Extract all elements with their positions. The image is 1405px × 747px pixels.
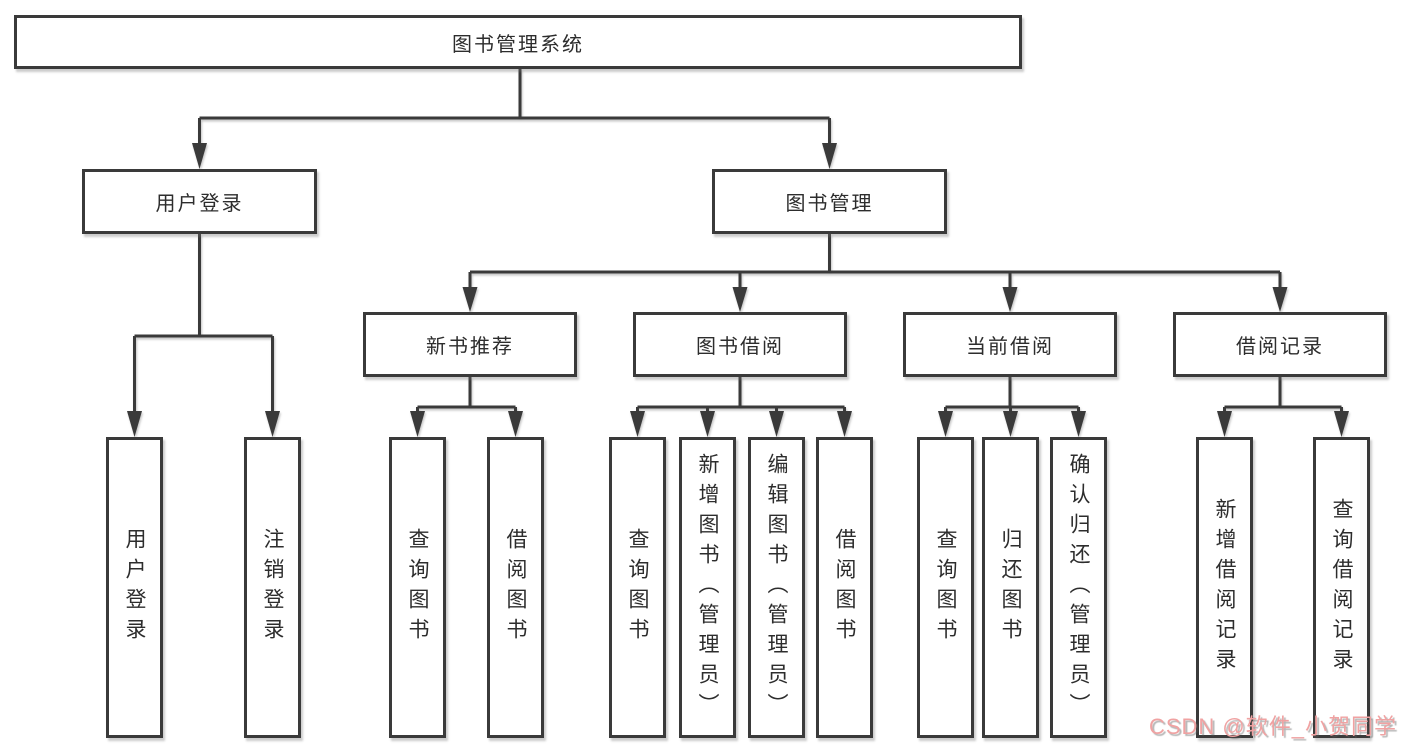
arrowhead-leaf-cb-query xyxy=(938,411,953,437)
node-borrowing-records-label: 借阅记录 xyxy=(1236,336,1324,358)
csdn-watermark: CSDN @软件_小贺同学 xyxy=(1148,714,1397,739)
leaf-edit-book-admin-label: 编辑图书（管理员） xyxy=(765,452,788,723)
node-book-borrowing-label: 图书借阅 xyxy=(696,336,784,358)
arrowhead-current xyxy=(1002,287,1018,312)
leaf-query-books-borrowing-label: 查询图书 xyxy=(626,527,649,648)
node-root-label: 图书管理系统 xyxy=(452,33,584,56)
leaf-query-books-current: 查询图书 xyxy=(917,437,974,738)
leaf-return-books: 归还图书 xyxy=(982,437,1039,738)
node-current-borrowing-label: 当前借阅 xyxy=(966,336,1054,358)
node-book-management-branch-label: 图书管理 xyxy=(785,193,874,215)
arrowhead-leaf-bb-borrow xyxy=(837,411,852,437)
arrowhead-leaf-bb-add xyxy=(700,411,715,437)
arrowhead-newbook xyxy=(462,287,478,312)
arrowhead-leaf-cb-confirm xyxy=(1071,411,1086,437)
leaf-query-books-borrowing: 查询图书 xyxy=(609,437,666,738)
leaf-add-borrow-record: 新增借阅记录 xyxy=(1196,437,1253,738)
leaf-edit-book-admin: 编辑图书（管理员） xyxy=(748,437,805,738)
node-book-borrowing: 图书借阅 xyxy=(633,312,847,377)
leaf-borrow-books-borrowing: 借阅图书 xyxy=(816,437,873,738)
arrowhead-leaf-nb-query xyxy=(410,411,425,437)
node-borrowing-records: 借阅记录 xyxy=(1173,312,1387,377)
arrowhead-leaf-bb-edit xyxy=(769,411,784,437)
leaf-query-borrow-record-label: 查询借阅记录 xyxy=(1330,497,1353,678)
leaf-return-books-label: 归还图书 xyxy=(999,527,1022,648)
node-root-system: 图书管理系统 xyxy=(14,15,1022,69)
leaf-add-book-admin: 新增图书（管理员） xyxy=(679,437,736,738)
leaf-borrow-books-recommend: 借阅图书 xyxy=(487,437,544,738)
leaf-query-books-current-label: 查询图书 xyxy=(934,527,957,648)
leaf-confirm-return-admin-label: 确认归还（管理员） xyxy=(1067,452,1090,723)
node-new-book-recommend: 新书推荐 xyxy=(363,312,577,377)
node-book-management-branch: 图书管理 xyxy=(712,169,947,234)
leaf-logout-label: 注销登录 xyxy=(261,527,284,648)
leaf-add-book-admin-label: 新增图书（管理员） xyxy=(696,452,719,723)
arrowhead-userlogin xyxy=(192,143,207,169)
leaf-query-books-recommend-label: 查询图书 xyxy=(406,527,429,648)
arrowhead-leaf-logout xyxy=(265,411,280,437)
arrowhead-leaf-br-query xyxy=(1334,411,1349,437)
leaf-query-borrow-record: 查询借阅记录 xyxy=(1313,437,1370,738)
arrowhead-records xyxy=(1272,287,1288,312)
leaf-user-login-label: 用户登录 xyxy=(123,527,146,648)
arrowhead-leaf-bb-query xyxy=(630,411,645,437)
leaf-confirm-return-admin: 确认归还（管理员） xyxy=(1050,437,1107,738)
node-new-book-recommend-label: 新书推荐 xyxy=(426,336,514,358)
leaf-borrow-books-borrowing-label: 借阅图书 xyxy=(833,527,856,648)
leaf-logout: 注销登录 xyxy=(244,437,301,738)
arrowhead-bookmgmt xyxy=(822,143,837,169)
arrowhead-leaf-br-add xyxy=(1217,411,1232,437)
node-user-login-branch: 用户登录 xyxy=(82,169,317,234)
arrowhead-leaf-nb-borrow xyxy=(508,411,523,437)
node-user-login-branch-label: 用户登录 xyxy=(155,193,244,215)
leaf-add-borrow-record-label: 新增借阅记录 xyxy=(1213,497,1236,678)
leaf-query-books-recommend: 查询图书 xyxy=(389,437,446,738)
node-current-borrowing: 当前借阅 xyxy=(903,312,1117,377)
arrowhead-borrowing xyxy=(732,287,748,312)
arrowhead-leaf-user-login xyxy=(127,411,142,437)
leaf-user-login: 用户登录 xyxy=(106,437,163,738)
leaf-borrow-books-recommend-label: 借阅图书 xyxy=(504,527,527,648)
arrowhead-leaf-cb-return xyxy=(1003,411,1018,437)
